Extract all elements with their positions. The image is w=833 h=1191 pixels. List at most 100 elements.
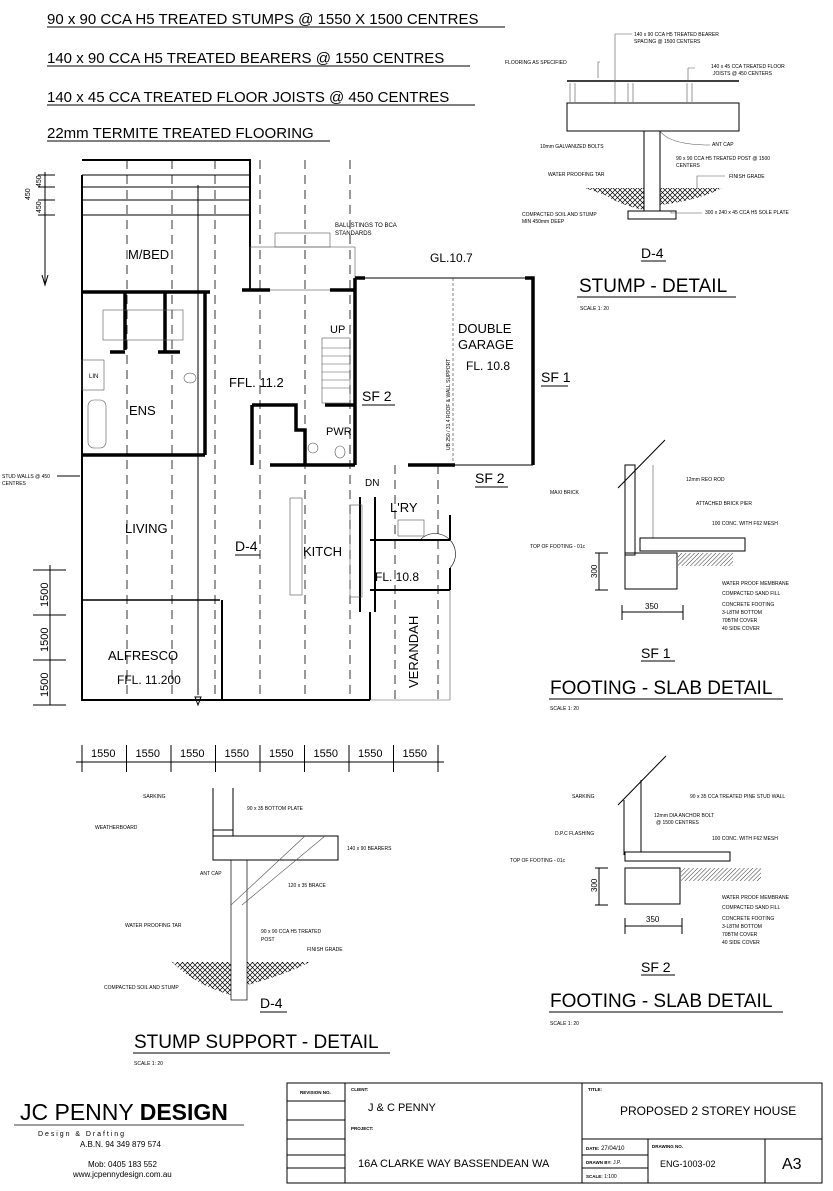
dim-1500-a: 1500 [39,583,51,607]
note-stumps: 90 x 90 CCA H5 TREATED STUMPS @ 1550 X 1… [47,11,479,28]
detail-tag-d4: D-4 [260,995,283,1011]
logo-mobile: Mob: 0405 183 552 [88,1160,157,1169]
svg-text:DATE: 27/04/10: DATE: 27/04/10 [586,1146,625,1152]
label-anchor-spacing: @ 1500 CENTRES [656,820,700,826]
stud-note-2: CENTRES [2,481,27,487]
dim-1550: 1550 [91,748,115,760]
label-joists: 140 x 45 CCA TREATED FLOOR [711,64,785,70]
detail-title: STUMP - DETAIL [579,276,727,297]
detail-title: FOOTING - SLAB DETAIL [550,991,772,1012]
dim-height: 300 [590,564,599,578]
label-bearers: 140 x 90 BEARERS [347,846,392,852]
ffl-main: FFL. 11.2 [229,375,284,390]
label-footing-cover: 70BTM COVER [722,932,758,938]
drawing-number: ENG-1003-02 [660,1159,716,1169]
label-stud-wall: 90 x 35 CCA TREATED PINE STUD WALL [690,794,785,800]
label-bolts: 10mm GALVANIZED BOLTS [540,144,604,150]
date-value: 27/04/10 [601,1146,625,1152]
room-pwr: PWR [326,426,352,438]
label-sarking: SARKING [143,794,166,800]
balusting-note-1: BALUSTINGS TO BCA [335,223,397,229]
label-sarking: SARKING [572,794,595,800]
laundry-level: FL. 10.8 [375,570,419,584]
label-joists-spacing: JOISTS @ 450 CENTERS [713,71,773,77]
alfresco-level: FFL. 11.200 [117,673,181,687]
room-up: UP [330,324,345,336]
room-ens: ENS [129,403,156,418]
note-bearers: 140 x 90 CCA H5 TREATED BEARERS @ 1550 C… [47,50,444,67]
garage-level: FL. 10.8 [466,359,510,373]
label-reo: 12mm REO ROD [686,477,725,483]
ub-support-note: UB 250 / 31.4 ROOF & WALL SUPPORT [446,359,452,450]
label-post: 90 x 90 CCA H5 TREATED [261,929,322,935]
label-sand: COMPACTED SAND FILL [722,591,780,597]
dim-1550: 1550 [358,748,382,760]
label-footing-side: 40 SIDE COVER [722,940,760,946]
room-garage-1: DOUBLE [458,321,512,336]
revision-label: REVISION NO. [300,1090,331,1095]
section-sf1-marker: SF 1 [541,369,571,385]
room-mbed: M/BED [128,247,169,262]
dim-1500-b: 1500 [39,628,51,652]
top-left-dimensions: 450 450 450 [25,172,55,287]
label-bearer-spacing: SPACING @ 1500 CENTERS [634,39,701,45]
dim-width: 350 [646,915,660,924]
detail-scale: SCALE 1: 20 [134,1061,163,1067]
label-footing-cover: 70BTM COVER [722,618,758,624]
stair-dn: DN [365,478,379,489]
stud-note-1: STUD WALLS @ 450 [2,474,50,480]
label-antcap: ANT CAP [712,142,734,148]
room-living: LIVING [125,521,168,536]
label-conc: 100 CONC. WITH F62 MESH [712,521,778,527]
label-anchor-bolt: 12mm DIA ANCHOR BOLT [654,813,714,819]
label-top-footing: TOP OF FOOTING - 01c [510,858,566,864]
label-bottom-plate: 90 x 35 BOTTOM PLATE [247,806,304,812]
dim-1550: 1550 [269,748,293,760]
label-flooring: FLOORING AS SPECIFIED [505,60,567,66]
room-laundry: L'RY [390,500,418,515]
general-notes: 90 x 90 CCA H5 TREATED STUMPS @ 1550 X 1… [47,11,505,142]
room-verandah: VERANDAH [406,616,421,688]
label-soil: COMPACTED SOIL AND STUMP [522,212,597,218]
label-tar: WATER PROOFING TAR [548,172,605,178]
dim-1550: 1550 [225,748,249,760]
label-soil: COMPACTED SOIL AND STUMP [104,985,179,991]
project-label: PROJECT: [351,1126,374,1131]
room-kitch: KITCH [303,544,342,559]
ground-level: GL.10.7 [430,251,473,265]
scale-label: SCALE: [586,1174,603,1179]
dim-height: 300 [590,878,599,892]
label-footing-bars: 3-L8TM BOTTOM [722,924,762,930]
detail-title: FOOTING - SLAB DETAIL [550,678,772,699]
svg-text:JC PENNY DESIGN: JC PENNY DESIGN [20,1099,228,1125]
drawing-title: PROPOSED 2 STOREY HOUSE [620,1104,796,1118]
client-name: J & C PENNY [368,1102,437,1114]
section-d4-marker: D-4 [235,538,258,554]
label-grade: FINISH GRADE [729,174,765,180]
label-grade: FINISH GRADE [307,947,343,953]
balusting-note-2: STANDARDS [335,231,372,237]
logo-name: JC PENNY [20,1099,133,1125]
detail-title: STUMP SUPPORT - DETAIL [134,1032,379,1053]
detail-tag-sf1: SF 1 [641,645,671,661]
date-label: DATE: [586,1146,600,1151]
client-label: CLIENT: [351,1087,369,1092]
label-footing-bars: 3-L8TM BOTTOM [722,610,762,616]
label-conc: 100 CONC. WITH F62 MESH [712,836,778,842]
label-membrane: WATER PROOF MEMBRANE [722,895,790,901]
detail-scale: SCALE 1: 20 [580,306,609,312]
sf1-footing-detail: 12mm REO ROD MAXI BRICK ATTACHED BRICK P… [530,439,790,712]
label-membrane: WATER PROOF MEMBRANE [722,581,790,587]
drawing-number-label: DRAWING NO. [652,1144,683,1149]
dim-450-b: 450 [36,175,43,187]
label-post: 90 x 90 CCA H5 TREATED POST @ 1500 [676,156,770,162]
room-alfresco: ALFRESCO [108,648,178,663]
dim-450-a: 450 [25,188,32,200]
dim-width: 350 [645,602,659,611]
company-logo: JC PENNY DESIGN D e s i g n & D r a f t … [14,1099,244,1179]
label-top-footing: TOP OF FOOTING - 01c [530,544,586,550]
logo-website: www.jcpennydesign.com.au [72,1170,172,1179]
detail-tag-sf2: SF 2 [641,959,671,975]
label-antcap: ANT CAP [200,871,222,877]
